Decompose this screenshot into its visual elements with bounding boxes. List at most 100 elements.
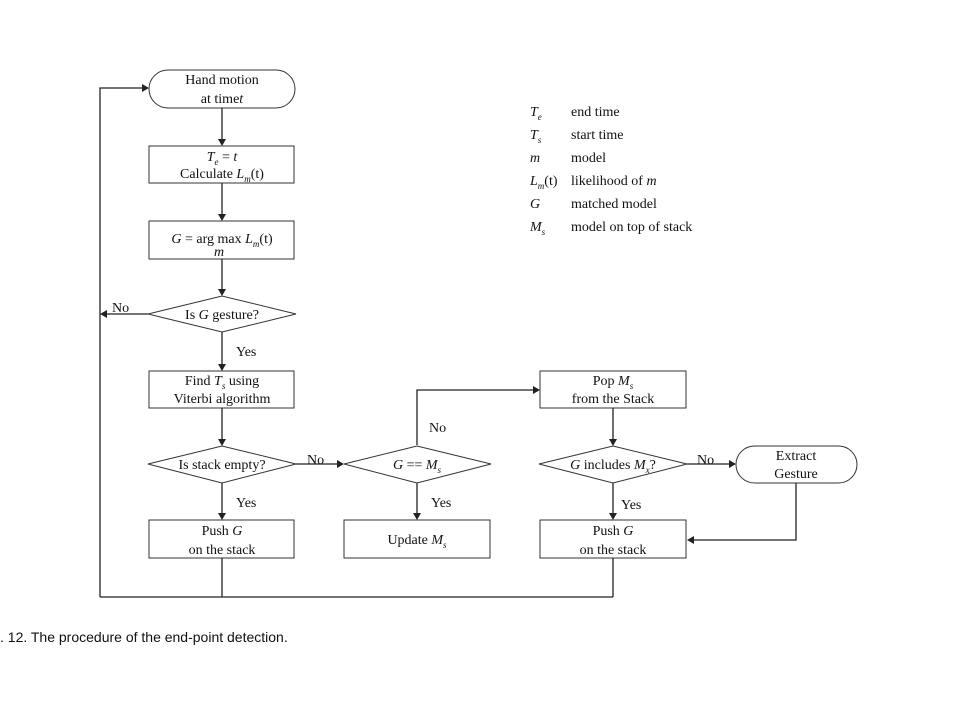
legend-symbol: m [530,151,540,166]
label-part: ? [650,458,656,473]
label-part: Update [387,533,431,548]
node-g-equals-ms: G == Ms [343,445,492,484]
process-shape [148,145,295,184]
node-label: Is stack empty? [178,458,265,473]
label-part: at time [201,92,240,107]
node-label: Viterbi algorithm [174,392,271,407]
decision-shape [538,445,688,484]
node-label: Pop Ms [593,374,634,391]
legend-item: Ts start time [530,128,624,145]
edge-label-includes-yes: Yes [621,498,641,513]
node-label: Te = t [207,150,239,167]
label-sub: s [538,135,542,145]
legend-description: start time [571,128,624,143]
edge-loop-back [99,87,143,597]
legend-description: model on top of stack [571,220,692,235]
node-label: Push G [202,524,243,539]
decision-shape [147,445,297,484]
arrowhead [218,139,226,146]
edge-label-geq-yes: Yes [431,496,451,511]
arrowhead [100,310,107,318]
arrowhead [533,386,540,394]
label-sub: m [253,239,260,249]
arrowhead [729,460,736,468]
legend-item: Lm(t) likelihood of m [529,174,657,191]
node-label: Gesture [774,467,818,482]
process-shape [148,220,295,260]
arrowhead [218,364,226,371]
node-label: G includes Mx? [570,458,656,475]
label-part: Push [593,524,624,539]
edge-label-gesture-yes: Yes [236,345,256,360]
label-part: Pop [593,374,618,389]
label-sub: s [222,381,226,391]
label-sub: e [215,157,219,167]
label-sub: s [443,540,447,550]
edge-label-geq-no: No [429,421,446,436]
legend-item: Ms model on top of stack [529,220,692,237]
node-label: Extract [776,449,817,464]
edge-label-empty-yes: Yes [236,496,256,511]
arrowhead [609,439,617,446]
label-var: M [633,458,647,473]
legend-description: matched model [571,197,657,212]
label-sub: s [542,227,546,237]
node-stack-empty: Is stack empty? [147,445,297,484]
node-update-ms: Update Ms [343,519,491,559]
legend-item: Te end time [530,105,620,122]
label-var: t [239,92,244,107]
label-var: G [393,458,403,473]
label-sub: e [538,112,542,122]
legend-symbol: Lm(t) [529,174,558,191]
label-var: M [425,458,439,473]
node-label: from the Stack [572,392,654,407]
label-sub: s [438,465,442,475]
node-label: Hand motion [185,73,259,88]
node-label: Is G gesture? [185,308,259,323]
edge-labels: No Yes No Yes No Yes No Yes [112,301,714,513]
terminal-shape [735,445,858,484]
terminal-shape [148,69,296,109]
node-label: on the stack [580,543,647,558]
label-var: T [530,128,539,143]
label-part: = arg max [181,232,245,247]
label-var: m [214,245,224,260]
decision-shape [147,295,297,333]
legend-symbol: Ms [529,220,546,237]
node-label: Calculate Lm(t) [180,167,264,184]
legend-symbol: Ts [530,128,542,145]
label-var: T [530,105,539,120]
label-part: includes [580,458,634,473]
process-shape [343,519,491,559]
arrowhead [142,84,149,92]
legend-description: end time [571,105,620,120]
legend-item: G matched model [530,197,657,212]
node-label: Update Ms [387,533,447,550]
label-part: (t) [544,174,558,189]
label-var: L [244,232,253,247]
edge-label-gesture-no: No [112,301,129,316]
label-var: m [646,174,656,189]
edge-extract-to-push2 [693,483,797,541]
node-g-includes-mx: G includes Mx? [538,445,688,484]
label-var: T [207,150,216,165]
label-var: L [235,167,244,182]
node-label: Find Ts using [185,374,259,391]
label-var: M [529,220,543,235]
label-part: == [403,458,426,473]
node-pop-ms: Pop Ms from the Stack [539,370,687,409]
label-part: Find [185,374,214,389]
node-label: at timet [201,92,245,107]
label-part: gesture? [209,308,259,323]
arrowhead [218,289,226,296]
label-var: G [199,308,209,323]
label-var: G [570,458,580,473]
node-sublabel: m [214,245,224,260]
legend: Te end time Ts start time m model Lm(t) … [529,105,692,237]
process-shape [539,370,687,409]
node-is-gesture: Is G gesture? [147,295,297,333]
label-part: Calculate [180,167,236,182]
node-set-te: Te = t Calculate Lm(t) [148,145,295,184]
label-sub: x [645,465,650,475]
